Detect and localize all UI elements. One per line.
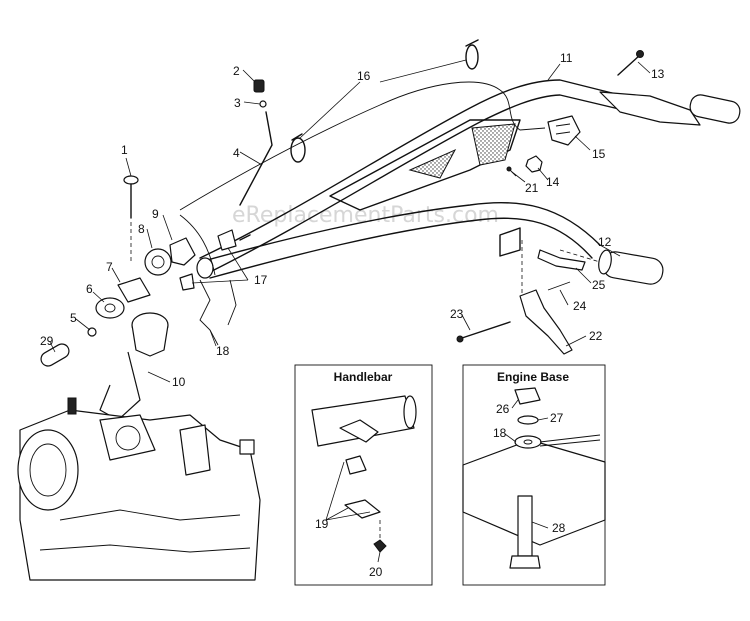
gear-8: [144, 248, 172, 276]
callout-2: 2: [233, 64, 240, 78]
callout-22: 22: [589, 329, 603, 343]
callout-8: 8: [138, 222, 145, 236]
dipstick-1: [123, 175, 139, 262]
callout-23: 23: [450, 307, 464, 321]
bolt-23: [456, 321, 511, 343]
callout-13: 13: [651, 67, 665, 81]
callout-15: 15: [592, 147, 606, 161]
callout-10: 10: [172, 375, 186, 389]
inset-engine-base-title: Engine Base: [497, 370, 569, 384]
knob-9: [169, 237, 196, 266]
bracket-17: [179, 229, 237, 291]
callout-18-inset: 18: [493, 426, 507, 440]
leader-lines: [49, 59, 651, 563]
handlebar-assembly: [196, 79, 741, 279]
callout-26: 26: [496, 402, 510, 416]
callout-24: 24: [573, 299, 587, 313]
callout-6: 6: [86, 282, 93, 296]
inset-engine-base: Engine Base: [462, 364, 606, 586]
callout-14: 14: [546, 175, 560, 189]
callout-4: 4: [233, 146, 240, 160]
screw-21: [506, 166, 517, 177]
callout-25: 25: [592, 278, 606, 292]
lever-25: [537, 249, 586, 271]
inset-handlebar-title: Handlebar: [334, 370, 393, 384]
inset-handlebar: Handlebar: [294, 364, 433, 586]
bracket-7: [117, 277, 151, 303]
callout-29: 29: [40, 334, 54, 348]
callout-5: 5: [70, 311, 77, 325]
callout-18: 18: [216, 344, 230, 358]
callout-12: 12: [598, 235, 612, 249]
engine-base: [17, 397, 261, 581]
washer-3: [259, 100, 267, 108]
control-bracket-15: [547, 115, 581, 146]
callout-9: 9: [152, 207, 159, 221]
callout-7: 7: [106, 260, 113, 274]
pin-29: [40, 343, 70, 367]
callout-16: 16: [357, 69, 371, 83]
callout-19: 19: [315, 517, 329, 531]
housing-10: [99, 312, 169, 421]
callout-1: 1: [121, 143, 128, 157]
bolt-13: [617, 50, 644, 76]
wire-18: [199, 279, 237, 346]
collar-6: [95, 297, 125, 319]
callout-20: 20: [369, 565, 383, 579]
bracket-plate: [499, 227, 523, 300]
callout-27: 27: [550, 411, 564, 425]
callout-28: 28: [552, 521, 566, 535]
knob-2: [253, 79, 265, 93]
spring-24: [547, 281, 571, 291]
grip-12: [559, 249, 664, 285]
callouts: 1 2 3 4 5 6 7 8 9 10 11 12 13 14 15 16 1…: [40, 51, 665, 579]
lever-22: [519, 289, 573, 355]
callout-3: 3: [234, 96, 241, 110]
rod-4: [239, 111, 273, 206]
callout-17: 17: [254, 273, 268, 287]
callout-21: 21: [525, 181, 539, 195]
cable-16: [179, 39, 546, 276]
callout-11: 11: [560, 51, 573, 65]
